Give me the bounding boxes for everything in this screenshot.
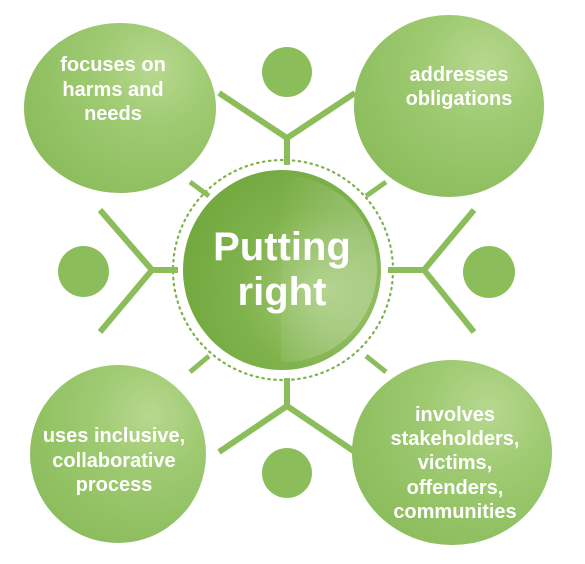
bubble-bottom-left: uses inclusive, collaborative process xyxy=(30,365,206,543)
top-head-dot xyxy=(262,47,312,97)
bubble-bottom-left-label: uses inclusive, collaborative process xyxy=(42,425,186,497)
left-head-dot xyxy=(58,246,109,297)
bubble-bottom-right-label: involves stakeholders, victims, offender… xyxy=(390,403,520,524)
bottom-head-dot xyxy=(262,448,312,498)
bottom-connector xyxy=(217,378,357,455)
bubble-stubs xyxy=(188,179,388,374)
bubble-top-right-label: addresses obligations xyxy=(405,63,513,110)
right-connector xyxy=(388,208,477,334)
bubble-top-left: focuses on harms and needs xyxy=(24,23,216,193)
bubble-bottom-right: involves stakeholders, victims, offender… xyxy=(352,360,552,545)
bubble-top-left-label: focuses on harms and needs xyxy=(60,54,166,126)
right-head-dot xyxy=(463,246,515,298)
top-connector xyxy=(217,90,357,165)
center-circle: Putting right xyxy=(183,170,381,370)
bubble-top-right: addresses obligations xyxy=(354,15,544,197)
center-label: Putting right xyxy=(213,225,351,315)
left-connector xyxy=(97,208,178,334)
